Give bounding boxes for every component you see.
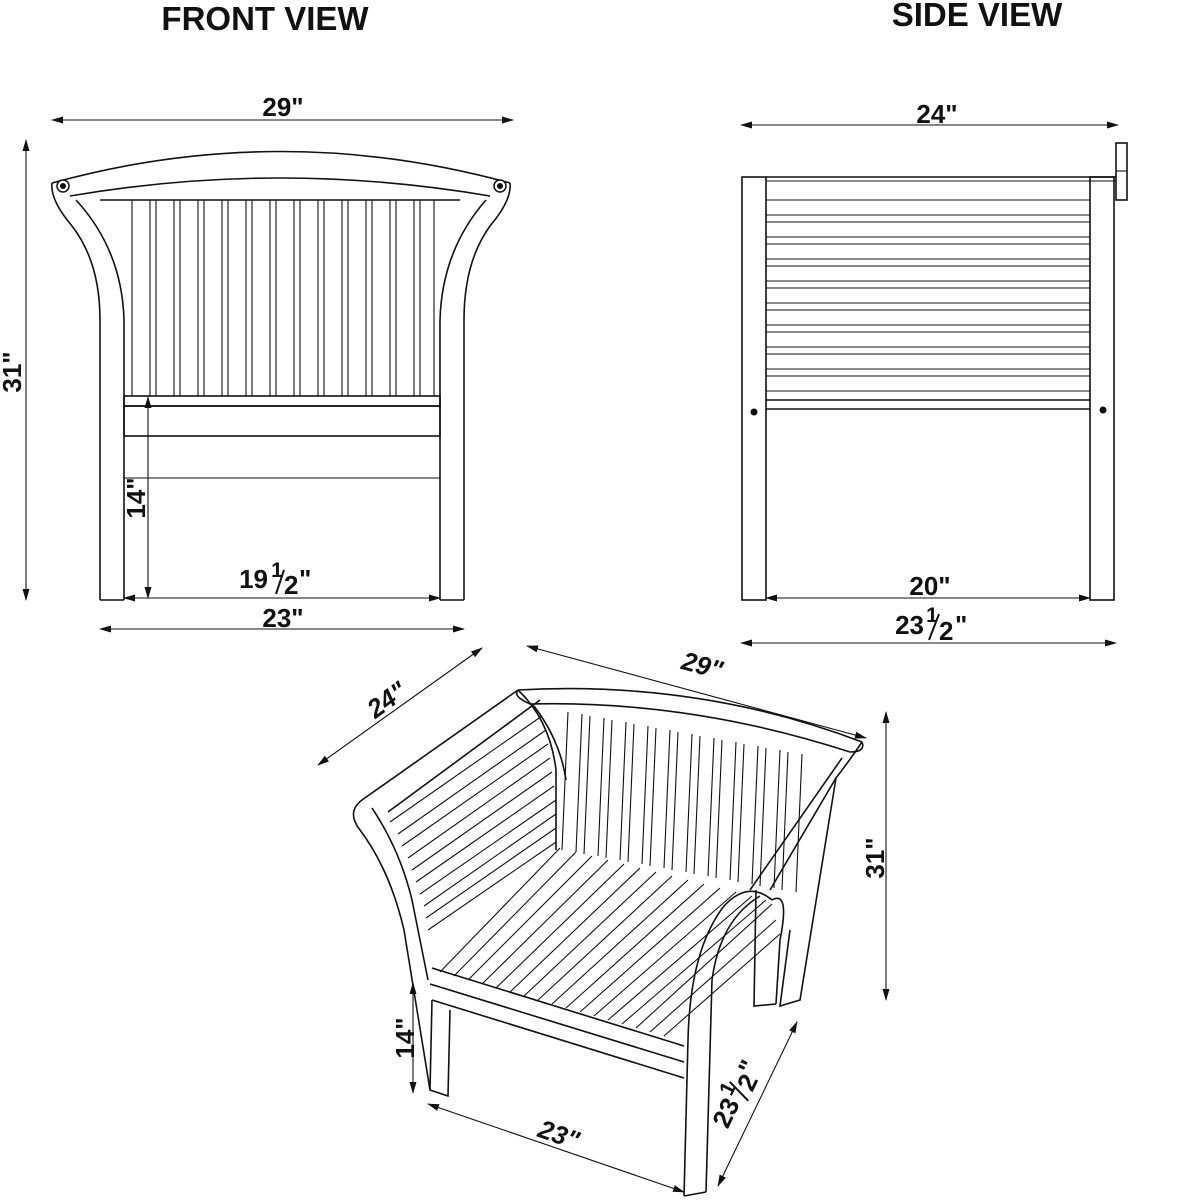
side-base-depth-label: 23 1 2 "	[895, 604, 967, 646]
svg-text:": "	[299, 564, 311, 594]
front-base-width-label: 23"	[262, 603, 303, 633]
iso-seat-slats	[439, 847, 781, 1037]
side-view-title: SIDE VIEW	[892, 0, 1063, 33]
front-left-arm-inner	[75, 199, 125, 600]
iso-depth-dimension-line	[317, 647, 483, 766]
side-seat-depth-label: 20"	[909, 571, 950, 601]
side-front-leg	[741, 176, 767, 601]
iso-base-width-label: 23"	[534, 1113, 584, 1155]
front-crest-rail	[51, 150, 511, 184]
iso-right-arm-outer	[683, 890, 773, 1197]
iso-crest-rail	[517, 687, 863, 743]
front-view-title: FRONT VIEW	[161, 0, 369, 37]
side-back-leg	[1089, 176, 1115, 601]
side-front-bolt	[750, 408, 758, 416]
iso-front-left-leg	[429, 999, 451, 1098]
front-seat-apron	[123, 405, 441, 437]
svg-text:1: 1	[271, 559, 283, 582]
front-right-arm-inner	[439, 199, 487, 600]
front-right-arm-outer	[463, 182, 511, 600]
iso-right-back-post	[769, 741, 863, 891]
svg-text:23: 23	[706, 1093, 746, 1132]
front-view: 29" 31"	[0, 92, 514, 633]
iso-seat-height-label: 14"	[390, 1017, 420, 1058]
front-seat-width-label: 19 1 2 "	[239, 559, 311, 600]
front-seat-top	[123, 395, 441, 407]
iso-front-seat-rail	[431, 967, 685, 1047]
iso-depth-label: 24"	[360, 675, 412, 724]
isometric-view: 24" 29" 31" 23" 23 1 2 " 14"	[317, 645, 890, 1197]
iso-left-back-post	[517, 689, 557, 850]
side-view: 24"	[740, 99, 1128, 647]
iso-base-width-dimension-line	[427, 1103, 685, 1193]
iso-left-arm-slats	[389, 715, 557, 931]
side-arm-slats	[766, 199, 1090, 392]
iso-width-label: 29"	[678, 645, 727, 685]
front-left-arm-outer	[51, 182, 101, 600]
svg-text:2: 2	[939, 616, 953, 646]
iso-back-slats	[561, 711, 803, 893]
side-back-bolt	[1099, 406, 1107, 414]
svg-text:23: 23	[895, 610, 924, 640]
iso-base-depth-label: 23 1 2 "	[706, 1055, 764, 1132]
iso-width-dimension-line	[526, 645, 867, 739]
side-depth-label: 24"	[916, 99, 957, 129]
front-seat-height-label: 14"	[121, 477, 151, 518]
svg-text:": "	[955, 610, 967, 640]
front-width-label: 29"	[262, 92, 303, 122]
front-height-label: 31"	[0, 351, 27, 392]
svg-text:2: 2	[284, 570, 298, 600]
front-back-slats	[131, 200, 435, 396]
iso-left-arm-outer	[352, 689, 519, 1091]
iso-base-depth-dimension-line	[717, 1021, 798, 1187]
svg-text:19: 19	[239, 564, 268, 594]
iso-back-right-leg	[779, 777, 837, 1008]
iso-height-label: 31"	[860, 837, 890, 878]
